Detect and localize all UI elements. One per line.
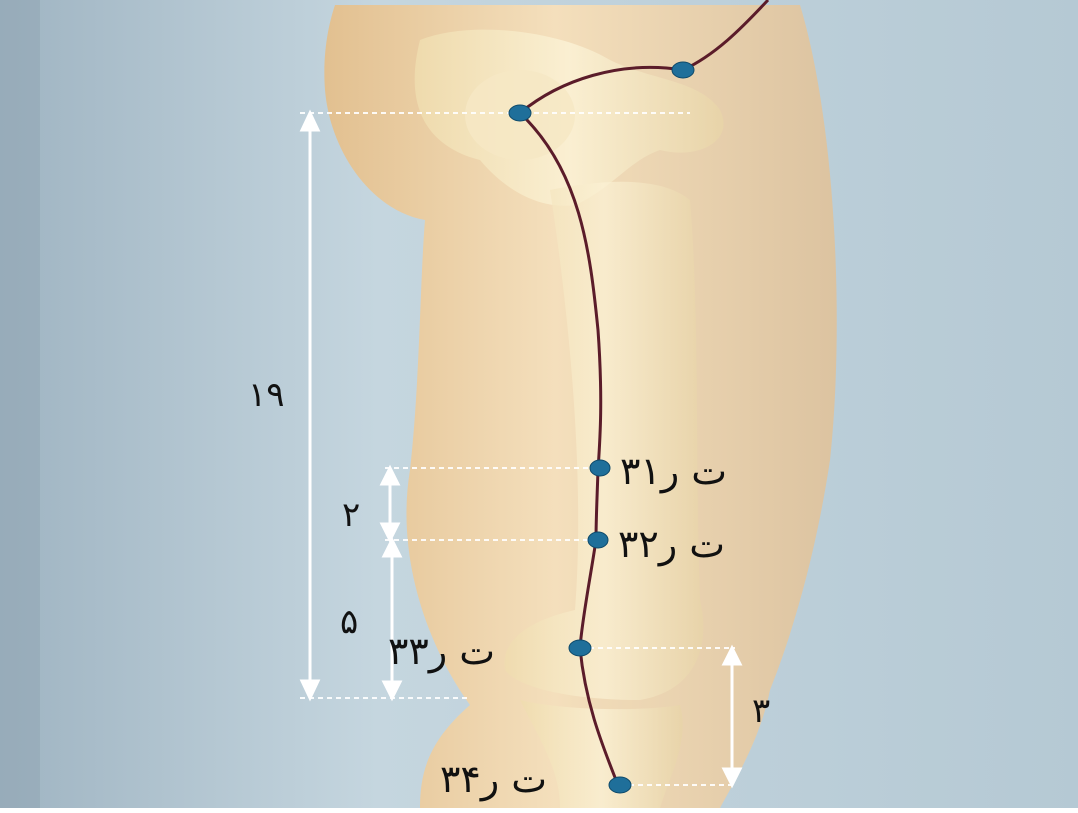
point-31-label: ت ر۳۱ [620,452,727,490]
measure-lower-label: ۳ [752,694,770,728]
point-34-label: ت ر۳۴ [440,760,547,798]
point-31 [590,460,610,476]
point-32-label: ت ر۳۲ [618,525,725,563]
point-33 [569,640,591,656]
point-33-label: ت ر۳۳ [388,632,495,670]
left-shadow [0,0,40,808]
point-32 [588,532,608,548]
point-34 [609,777,631,793]
measure-upper-label: ۲ [342,498,360,532]
measure-total-label: ۱۹ [248,378,285,412]
point-hip [509,105,531,121]
point-hip-upper [672,62,694,78]
measure-middle-label: ۵ [340,605,358,639]
